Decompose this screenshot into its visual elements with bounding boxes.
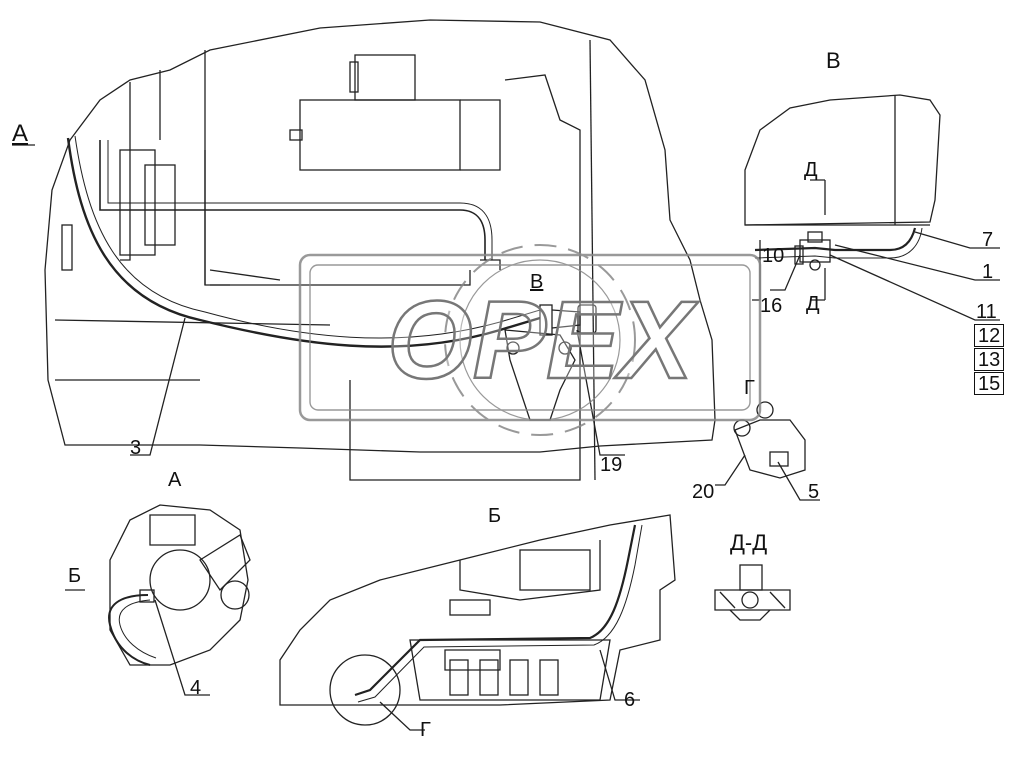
- section-label-d-bottom: Д: [806, 293, 820, 315]
- detail-label-g: Г: [744, 377, 755, 399]
- section-label-d-top: Д: [804, 159, 818, 181]
- part-number-7: 7: [982, 229, 994, 251]
- part-number-10: 10: [762, 245, 785, 267]
- part-number-16: 16: [760, 295, 783, 317]
- part-number-20: 20: [692, 481, 715, 503]
- detail-a-outline: [109, 504, 249, 666]
- part-number-3: 3: [130, 437, 142, 459]
- detail-label-a: А: [168, 469, 182, 491]
- engine-outline: [44, 19, 716, 453]
- leader-3: [130, 317, 186, 456]
- tank-pipe: [754, 227, 917, 252]
- view-label-b-top: В: [826, 48, 841, 73]
- starter-motor: [299, 99, 461, 171]
- part-number-11: 11: [976, 301, 997, 323]
- fuel-pipe-main: [66, 137, 541, 348]
- watermark-text: OPEX: [387, 279, 698, 402]
- view-label-b-small: В: [530, 271, 544, 293]
- engine-inner-line: [120, 82, 131, 261]
- part-number-15: 15: [974, 372, 1005, 395]
- part-number-13: 13: [974, 348, 1005, 371]
- view-label-main-a: А: [12, 120, 29, 147]
- detail-a-pipe: [108, 594, 151, 666]
- part-number-1: 1: [982, 261, 994, 283]
- arrow-label-b: Б: [68, 565, 82, 587]
- detail-b-pipe: [354, 524, 637, 697]
- section-dd: [714, 589, 791, 611]
- leader-label-g: Г: [420, 719, 431, 741]
- watermark-logo: [298, 244, 762, 436]
- tank-outline: [744, 94, 941, 226]
- section-label-dd: Д-Д: [730, 530, 768, 555]
- part-number-12: 12: [974, 324, 1005, 347]
- part-number-4: 4: [190, 677, 202, 699]
- detail-b-outline: [279, 514, 676, 706]
- part-number-6: 6: [624, 689, 636, 711]
- part-number-5: 5: [808, 481, 820, 503]
- detail-g-clamp: [734, 419, 806, 479]
- detail-label-b: Б: [488, 505, 502, 527]
- leader-19: [576, 329, 625, 456]
- part-number-19: 19: [600, 454, 623, 476]
